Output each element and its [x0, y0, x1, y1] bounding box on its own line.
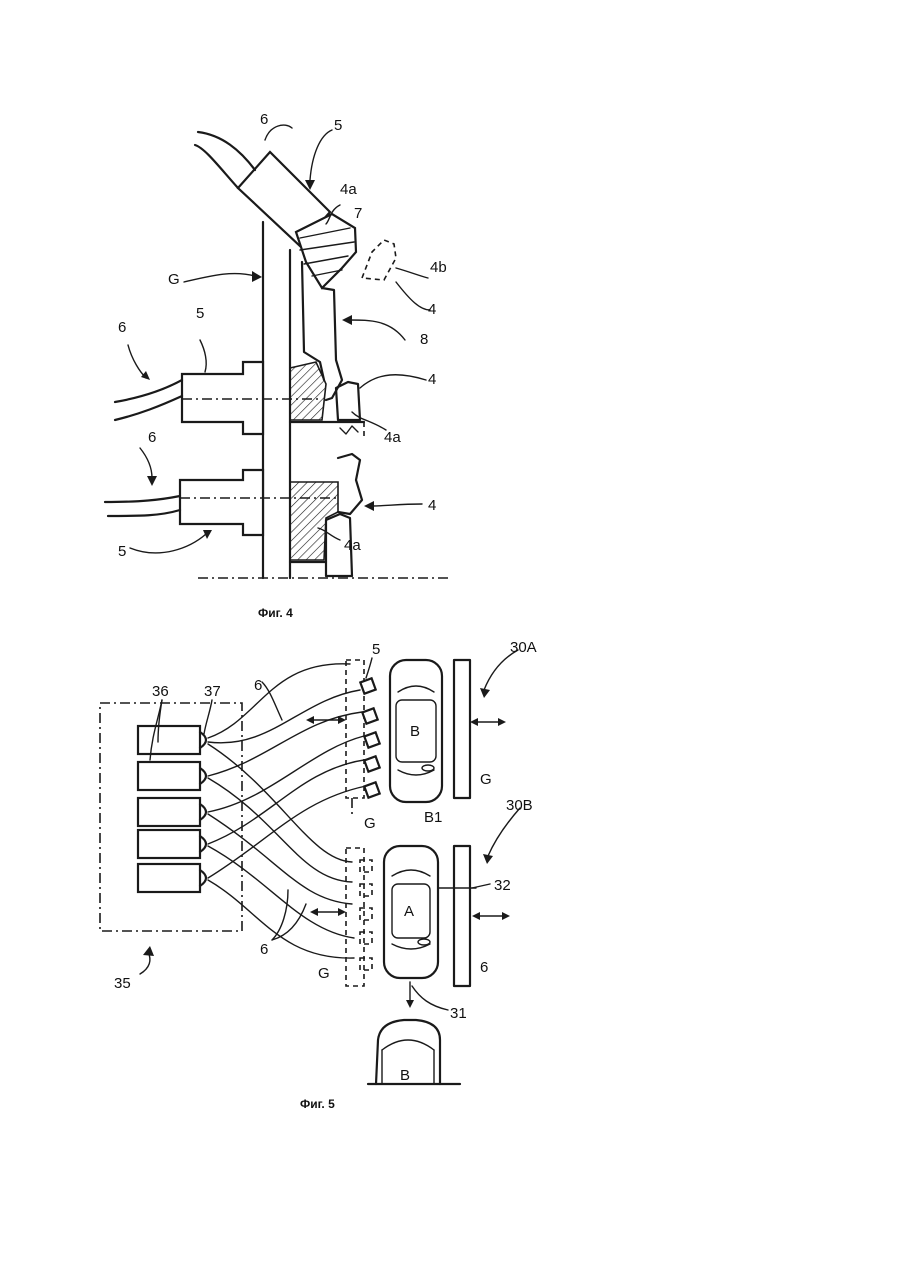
- fig4-label: 6: [148, 429, 156, 446]
- laser-source: [138, 830, 200, 858]
- fig4-label: 5: [334, 117, 342, 134]
- fig4-label: 5: [196, 305, 204, 322]
- middle-cable: [115, 380, 182, 402]
- fig5-label: 36: [152, 683, 169, 700]
- fig4-label: G: [168, 271, 180, 288]
- figure-4: 6 5 4a 7 4b G 4 8 6 5 4 4a 6 4 5 4a Фиг.…: [105, 111, 448, 620]
- lower-guide-plate: [346, 848, 364, 986]
- fig5-label: 6: [480, 959, 488, 976]
- fig5-label: 31: [450, 1005, 467, 1022]
- fig4-label: 4: [428, 371, 436, 388]
- fig4-label: 4b: [430, 259, 447, 276]
- fig5-label: G: [318, 965, 330, 982]
- fig5-label: B: [410, 723, 420, 740]
- fig4-label: 7: [354, 205, 362, 222]
- middle-hatched-block: [290, 362, 326, 420]
- fig5-label: 35: [114, 975, 131, 992]
- fig4-label: 4a: [344, 537, 361, 554]
- dashed-position-4b: [362, 240, 396, 280]
- figure-5: 30A 5 6 36 37 B G G B1 30B A 32 6 G 6 35…: [100, 639, 537, 1111]
- fig4-label: 4a: [340, 181, 357, 198]
- top-cable: [195, 145, 238, 188]
- middle-head-body: [182, 362, 263, 434]
- fig4-label: 4: [428, 497, 436, 514]
- fiber-cables: [208, 664, 366, 958]
- fig5-label: 37: [204, 683, 221, 700]
- workpiece-4: [336, 382, 360, 420]
- fig5-label: 5: [372, 641, 380, 658]
- upper-guide-plate: [346, 660, 364, 798]
- fig4-label: 8: [420, 331, 428, 348]
- fig4-label: 4a: [384, 429, 401, 446]
- lower-hatched-block: [290, 482, 338, 560]
- fig5-label: G: [480, 771, 492, 788]
- fig5-label: 30A: [510, 639, 537, 656]
- lower-cable: [105, 496, 180, 502]
- lower-head-body: [180, 470, 263, 535]
- fig5-label: A: [404, 903, 414, 920]
- car-b-bottom: [368, 1020, 460, 1084]
- laser-source: [138, 762, 200, 790]
- side-wall-30a: [454, 660, 470, 798]
- lower-workpiece-4: [338, 454, 362, 514]
- laser-source: [138, 726, 200, 754]
- fig5-label: 30B: [506, 797, 533, 814]
- fig4-label: 6: [260, 111, 268, 128]
- fig5-label: 6: [260, 941, 268, 958]
- top-head: [195, 132, 396, 400]
- fig4-label: 4: [428, 301, 436, 318]
- lower-heads: [360, 860, 372, 970]
- fig5-label: 6: [254, 677, 262, 694]
- side-wall-30b: [454, 846, 470, 986]
- laser-source: [138, 798, 200, 826]
- laser-sources: [138, 726, 206, 892]
- fig4-label: 5: [118, 543, 126, 560]
- fig5-label: 32: [494, 877, 511, 894]
- fig5-label: G: [364, 815, 376, 832]
- lower-head: [105, 454, 362, 576]
- figure-4-caption: Фиг. 4: [258, 606, 293, 620]
- fig5-label: B1: [424, 809, 442, 826]
- figure-5-caption: Фиг. 5: [300, 1097, 335, 1111]
- fig4-label: 6: [118, 319, 126, 336]
- laser-source: [138, 864, 200, 892]
- fig5-label: B: [400, 1067, 410, 1084]
